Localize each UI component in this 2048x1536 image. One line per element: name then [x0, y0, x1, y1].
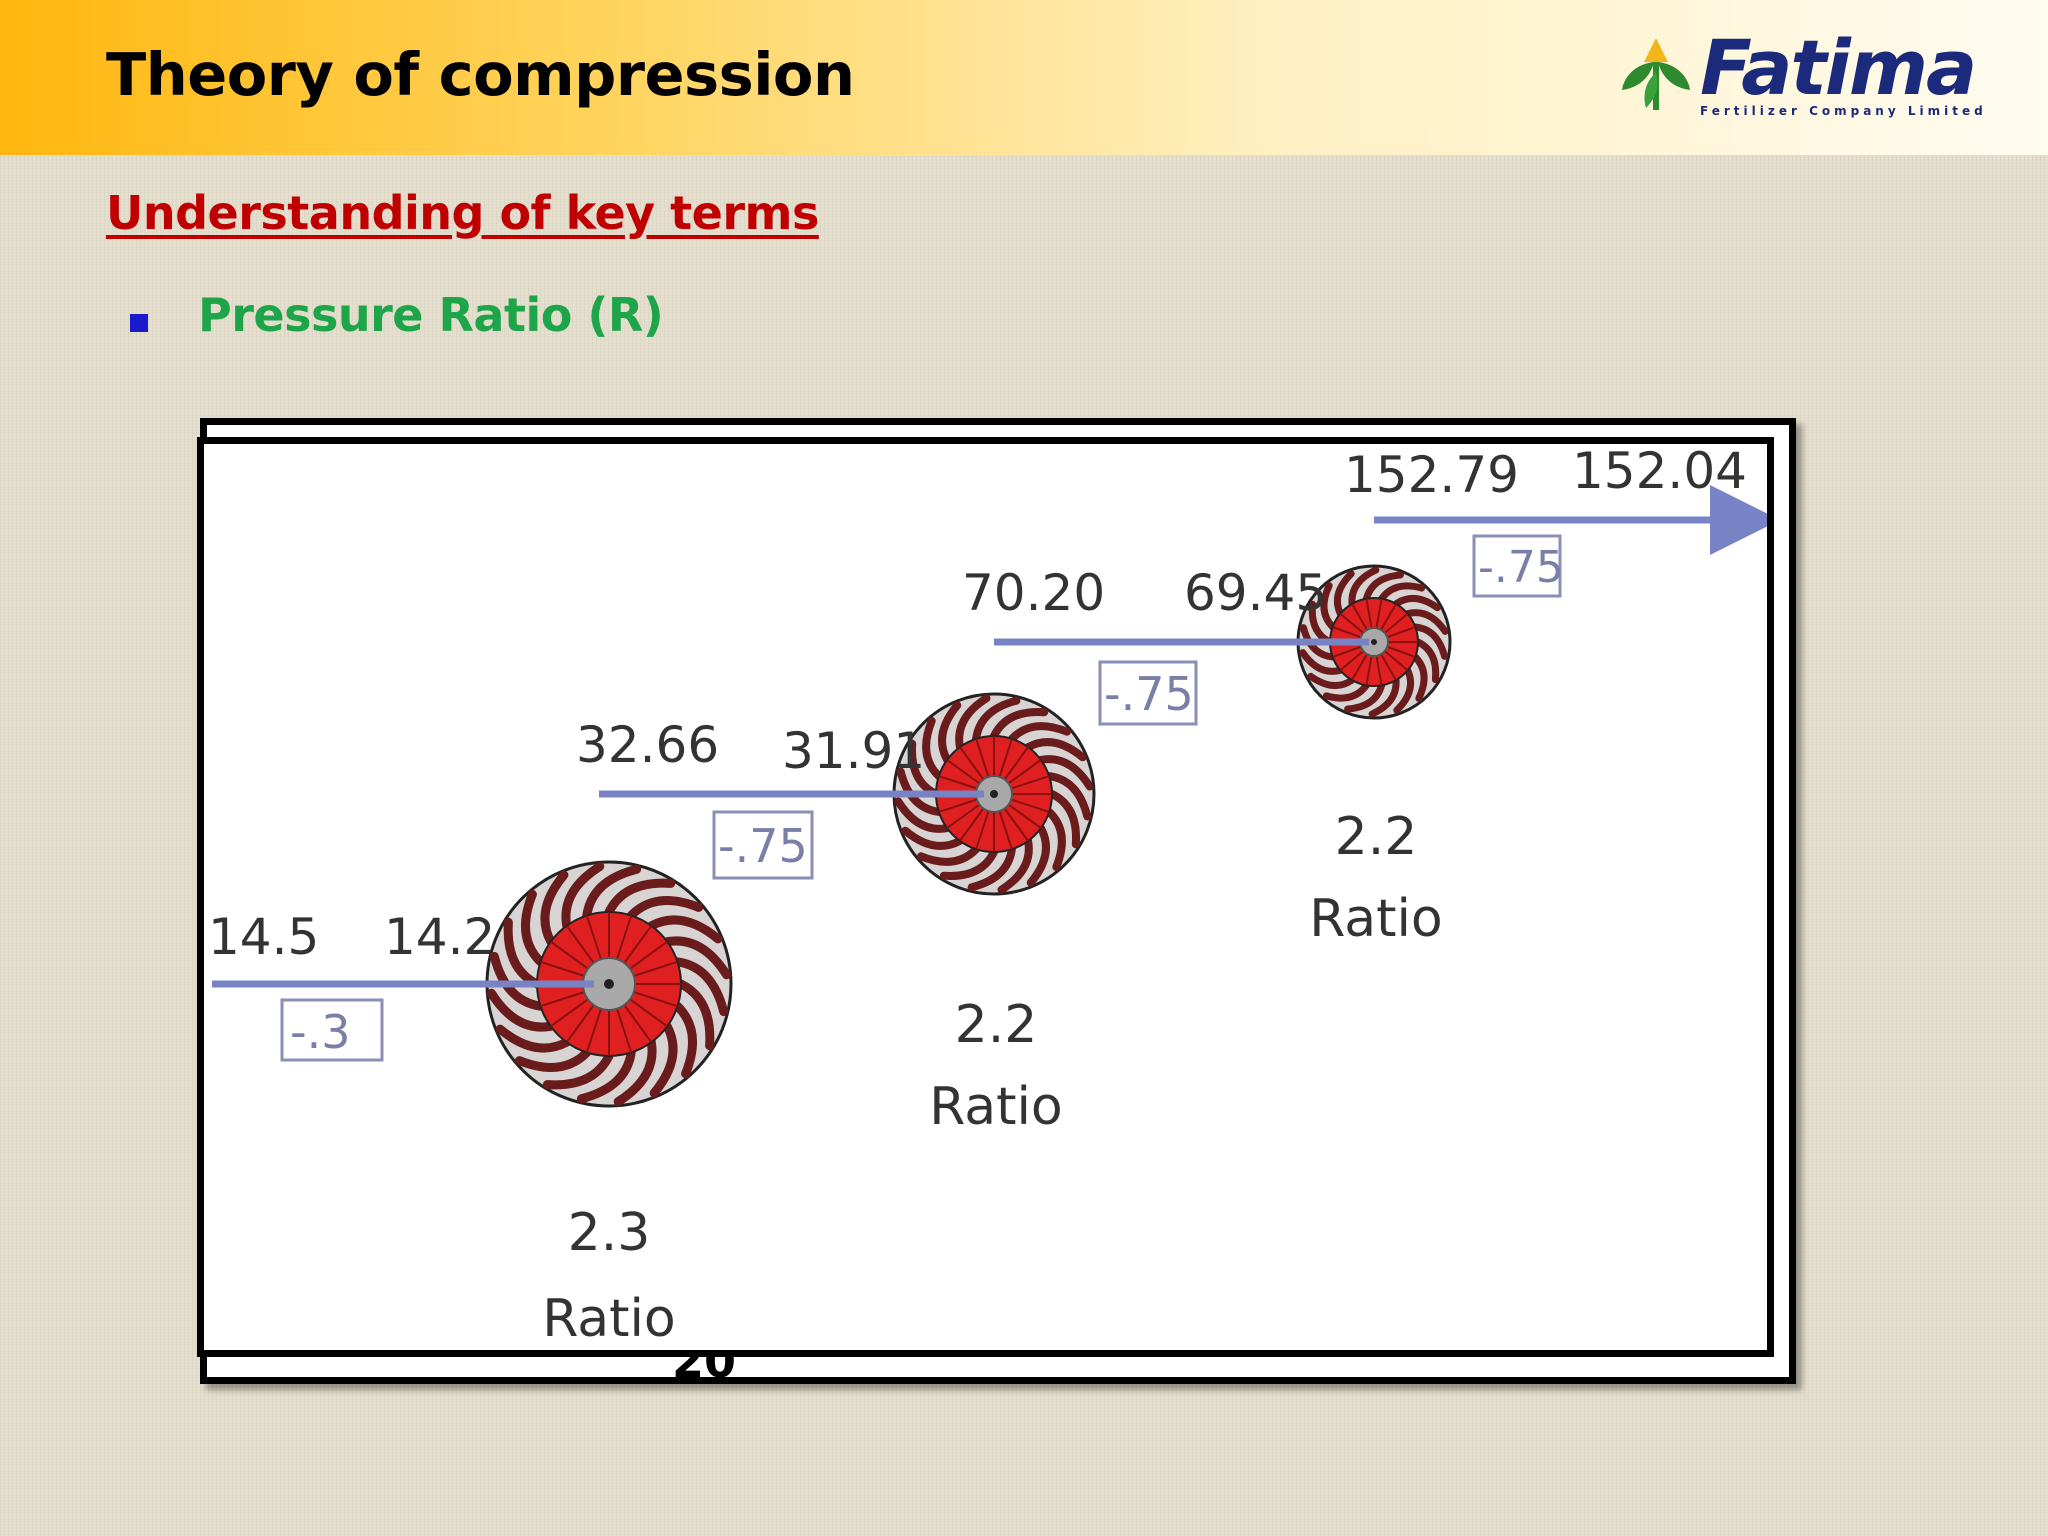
impeller-blade [1411, 623, 1449, 660]
drop-box-stage2 [712, 810, 814, 880]
drop-box-final [1472, 534, 1562, 598]
ratio-stage1-label: Ratio [542, 1289, 676, 1349]
impeller-blade [997, 836, 1033, 894]
impeller-blade [917, 845, 981, 866]
section-heading: Understanding of key terms [106, 186, 819, 240]
diagram-frame: 14.5 14.2 32.66 31.91 70.20 69.45 152.79… [197, 437, 1774, 1357]
bullet-square-icon [130, 314, 148, 332]
ratio-stage1-value: 2.3 [568, 1203, 651, 1263]
impeller-blade [542, 1051, 614, 1090]
drop-box-stage3 [1098, 660, 1198, 726]
impeller-blade [1024, 738, 1087, 762]
impeller-blade [1045, 807, 1066, 871]
pressure-stage3-outlet-label: 152.79 [1344, 446, 1519, 504]
impeller-blade [1007, 722, 1071, 743]
impeller-blade [894, 797, 952, 833]
impeller-blade [901, 826, 964, 850]
page-title: Theory of compression [106, 40, 855, 109]
impeller-blade [540, 870, 569, 947]
impeller-blade [626, 896, 704, 920]
impeller-blade [604, 878, 676, 917]
impeller-blade [1404, 609, 1449, 635]
ratio-stage3-label: Ratio [1309, 889, 1443, 949]
impeller-blade [967, 845, 1016, 892]
impeller-blade [1299, 624, 1337, 661]
pressure-stage2-outlet-label: 70.20 [962, 564, 1105, 622]
impeller-blade [896, 767, 943, 816]
impeller-blade [1026, 824, 1050, 887]
ratio-stage3-value: 2.2 [1335, 807, 1418, 867]
impeller-blade [662, 936, 732, 980]
impeller-blade [938, 701, 962, 764]
drop-inlet-label: -.3 [290, 1005, 351, 1059]
impeller-blade [673, 1001, 697, 1079]
impeller-blade [676, 979, 715, 1051]
impeller-blade [673, 957, 729, 1017]
impeller-blade [1048, 790, 1080, 849]
impeller-blade [1320, 582, 1337, 631]
bullet-item: Pressure Ratio (R) [198, 288, 664, 342]
impeller-blade [495, 1024, 572, 1053]
logo-leaf-icon [1622, 38, 1690, 110]
impeller-blade [576, 1048, 636, 1104]
pressure-stage2-inlet-label: 31.91 [782, 722, 925, 780]
pressure-stage1-inlet-label: 14.2 [384, 908, 495, 966]
impeller-blade [1045, 772, 1092, 821]
impeller-blade [1378, 582, 1426, 603]
company-logo: Fatima Fertilizer Company Limited [1612, 28, 2012, 128]
impeller-blade [521, 889, 545, 967]
impeller-blade [1414, 638, 1440, 684]
drop-final-label: -.75 [1478, 542, 1564, 593]
impeller-blade [649, 1021, 678, 1098]
impeller-blade [1344, 681, 1386, 713]
ratio-stage2-value: 2.2 [955, 995, 1038, 1055]
impeller-blade [1334, 570, 1355, 618]
impeller-blade [972, 696, 1021, 743]
impeller-blade [1348, 566, 1380, 608]
impeller-blade [1322, 681, 1370, 702]
impeller-blade [955, 694, 991, 752]
drop-stage2-label: -.75 [718, 819, 808, 873]
logo-wordmark: Fatima [1700, 23, 1977, 112]
drop-box-inlet [280, 998, 384, 1062]
impeller-blade [1307, 672, 1356, 689]
pressure-start-label: 14.5 [208, 908, 319, 966]
impeller-blade [582, 864, 642, 920]
ratio-stage2-label: Ratio [929, 1077, 1063, 1137]
header-bar: Theory of compression Fatima Fertilizer … [0, 0, 2048, 155]
pressure-ratio-diagram: 14.5 14.2 32.66 31.91 70.20 69.45 152.79… [208, 444, 1767, 1349]
impeller-blade [1392, 595, 1441, 612]
impeller-blade [489, 951, 545, 1011]
impeller-blade [514, 1048, 592, 1072]
impeller-blade [1411, 653, 1428, 702]
impeller-blade [1299, 649, 1344, 675]
impeller-blade [1362, 571, 1404, 603]
logo-tagline: Fertilizer Company Limited [1700, 104, 1987, 118]
impeller-blade [922, 717, 943, 781]
impeller-blade [1036, 755, 1094, 791]
drop-stage3-label: -.75 [1104, 667, 1194, 721]
impeller-blade [1393, 666, 1414, 714]
impeller-stage-2-icon [892, 692, 1096, 896]
impeller-blade [613, 1037, 657, 1107]
pressure-stage1-outlet-label: 32.66 [576, 716, 719, 774]
impeller-blade [646, 915, 723, 944]
impeller-blade [561, 861, 605, 931]
impeller-blade [939, 848, 998, 880]
impeller-blade [486, 988, 556, 1032]
pressure-stage3-inlet-label: 69.45 [1184, 564, 1327, 622]
impeller-blade [990, 708, 1049, 740]
impeller-stage-3-icon [1296, 564, 1452, 720]
impeller-blade [1368, 676, 1400, 718]
pressure-final-label: 152.04 [1572, 444, 1747, 500]
